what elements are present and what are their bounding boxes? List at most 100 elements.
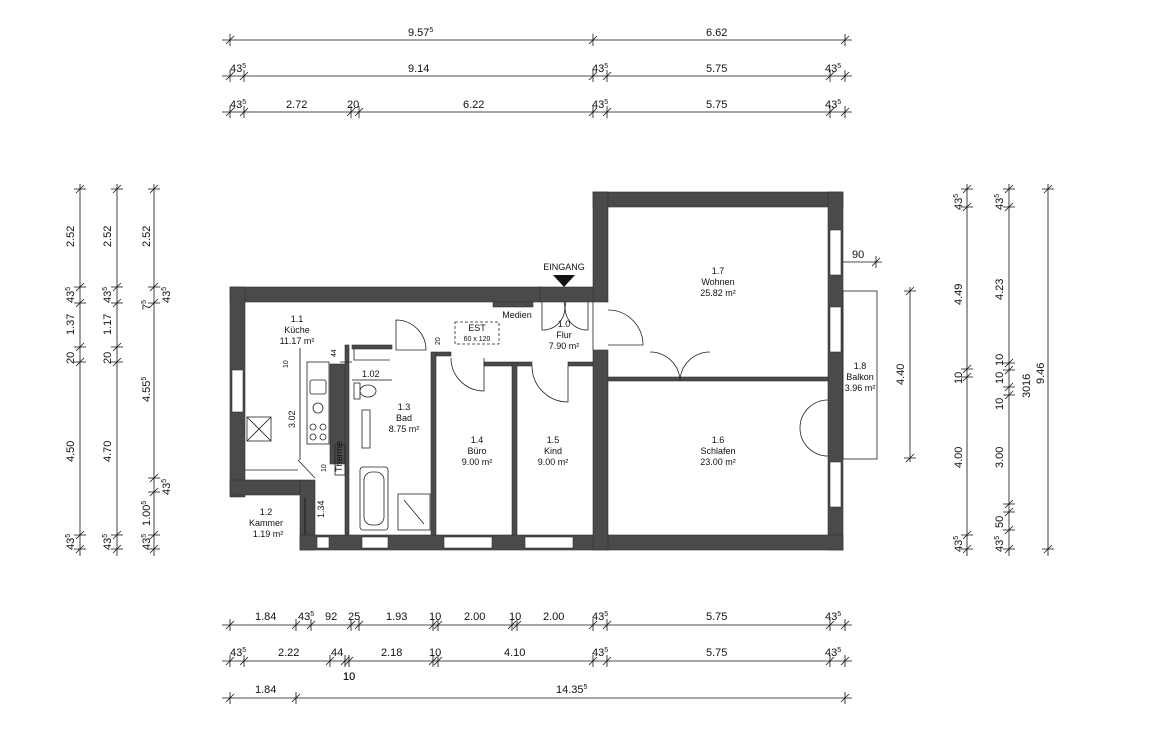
dim-bot-r2-g: 4.10 (504, 647, 525, 659)
room-kueche-name: Küche (284, 325, 310, 335)
dim-kammer-width: 1.34 (316, 500, 326, 518)
dim-right-c2-g: 10 (994, 398, 1006, 410)
entrance-arrow-icon (553, 275, 575, 287)
room-schlafen-num: 1.6 (712, 435, 725, 445)
dim-bad-width: 1.02 (362, 369, 380, 379)
room-kind-area: 9.00 m² (538, 457, 569, 467)
dim-right-c2-f: 3.00 (994, 447, 1006, 468)
dim-bot-r3-b: 14.355 (556, 684, 588, 696)
est-label: EST (468, 323, 486, 333)
dim-left-c1-c: 1.37 (65, 314, 77, 335)
dim-top-r2-c: 435 (592, 63, 608, 75)
dim-right-c1-a: 435 (953, 194, 965, 210)
dim-left-c1-a: 2.52 (65, 226, 77, 247)
room-flur-name: Flur (556, 330, 572, 340)
dim-left-c1-b: 435 (65, 287, 77, 303)
room-balkon-area: 3.96 m² (845, 383, 876, 393)
room-balkon: 1.8 Balkon 3.96 m² (845, 361, 876, 393)
medien-label: Medien (502, 310, 532, 320)
dim-44: 44 (331, 349, 338, 357)
dim-bot-r2-e: 2.18 (381, 647, 402, 659)
therme-label: Therme (334, 441, 344, 472)
dim-balcony-depth: 90 (852, 249, 864, 261)
dim-left-c3-g: 435 (141, 534, 153, 550)
dim-20: 20 (435, 337, 442, 345)
room-balkon-num: 1.8 (854, 361, 867, 371)
est-box (454, 321, 500, 345)
dim-left-c3-c: 75 (141, 300, 153, 310)
fixtures (245, 349, 431, 531)
room-kind-name: Kind (544, 446, 562, 456)
dim-left-c3-a: 2.52 (141, 226, 153, 247)
dim-bot-r1-j: 435 (592, 611, 608, 623)
dim-right-c2-c: 10 (994, 354, 1006, 366)
dim-right-c3: 30 (1021, 386, 1033, 398)
room-flur: 1.0 Flur 7.90 m² (549, 319, 580, 351)
dim-top-r2-e: 435 (825, 63, 841, 75)
room-bad-name: Bad (396, 413, 412, 423)
dim-right-c1-d: 4.00 (953, 447, 965, 468)
room-kind-num: 1.5 (547, 435, 560, 445)
dim-top-r3-c: 20 (347, 99, 359, 111)
dim-right-c1-e: 435 (953, 536, 965, 552)
est-size-label: 60 x 120 (464, 336, 491, 343)
dim-kitchen-length: 3.02 (287, 410, 297, 428)
dim-bot-r1-e: 1.93 (386, 611, 407, 623)
dim-left-c2-a: 2.52 (102, 226, 114, 247)
dim-bot-r1-l: 435 (825, 611, 841, 623)
dim-left-c2-b: 435 (102, 287, 114, 303)
dim-left-c3-e: 1.005 (141, 501, 153, 526)
room-wohnen-num: 1.7 (712, 266, 725, 276)
dim-10b: 10 (321, 464, 328, 472)
dim-bot-r2-f: 10 (429, 647, 441, 659)
dim-bot-r1-i: 2.00 (543, 611, 564, 623)
dim-right-c2-b: 4.23 (994, 279, 1006, 300)
dim-bot-r2-b: 2.22 (278, 647, 299, 659)
room-wohnen-name: Wohnen (701, 277, 734, 287)
dim-bot-r2-d: 10 (343, 671, 355, 683)
dim-right-c4: 9.46 (1035, 363, 1047, 384)
room-wohnen: 1.7 Wohnen 25.82 m² (700, 266, 736, 298)
dim-left-c1-e: 4.50 (65, 441, 77, 462)
balcony-outline (842, 290, 878, 460)
dim-right-c1-b: 4.49 (953, 284, 965, 305)
top-dimensions: 9.575 6.62 435 9.14 435 5.75 435 435 2.7… (222, 27, 852, 118)
windows (231, 229, 842, 549)
dim-left-c1-d: 20 (65, 352, 77, 364)
dim-bot-r2-h: 435 (592, 647, 608, 659)
room-kammer-num: 1.2 (260, 507, 273, 517)
dim-bot-r3-a: 1.84 (255, 684, 276, 696)
dim-right-c1-c: 10 (953, 372, 965, 384)
dim-bot-r1-c: 92 (325, 611, 337, 623)
dim-top-r1-b: 6.62 (706, 27, 727, 39)
dim-top-r3-b: 2.72 (286, 99, 307, 111)
dim-10a: 10 (283, 360, 290, 368)
room-buero-name: Büro (467, 446, 486, 456)
dim-bot-r2-j: 435 (825, 647, 841, 659)
dim-bot-r2-c: 44 (331, 647, 343, 659)
dim-right-c2-i: 435 (994, 536, 1006, 552)
dim-right-c2-h: 50 (994, 516, 1006, 528)
room-schlafen: 1.6 Schlafen 23.00 m² (700, 435, 736, 467)
dim-top-r3-f: 5.75 (706, 99, 727, 111)
room-kammer: 1.2 Kammer 1.19 m² (249, 507, 283, 539)
room-bad-num: 1.3 (398, 402, 411, 412)
dim-top-r2-a: 435 (230, 63, 246, 75)
dim-left-c3-b: 435 (161, 287, 173, 303)
dim-top-r2-d: 5.75 (706, 63, 727, 75)
walls (229, 191, 844, 551)
dim-balcony-height: 4.40 (895, 364, 907, 385)
room-kueche-num: 1.1 (291, 314, 304, 324)
dim-left-c1-f: 435 (65, 534, 77, 550)
dim-top-r3-g: 435 (825, 99, 841, 111)
room-bad-area: 8.75 m² (389, 424, 420, 434)
room-kueche-area: 11.17 m² (280, 336, 315, 346)
dim-bot-r1-b: 435 (298, 611, 314, 623)
dim-bot-r1-d: 25 (348, 611, 360, 623)
dim-bot-r1-a: 1.84 (255, 611, 276, 623)
room-buero: 1.4 Büro 9.00 m² (462, 435, 493, 467)
room-wohnen-area: 25.82 m² (700, 288, 736, 298)
dim-bot-r2-a: 435 (230, 647, 246, 659)
dim-top-r1-a: 9.575 (408, 27, 433, 39)
